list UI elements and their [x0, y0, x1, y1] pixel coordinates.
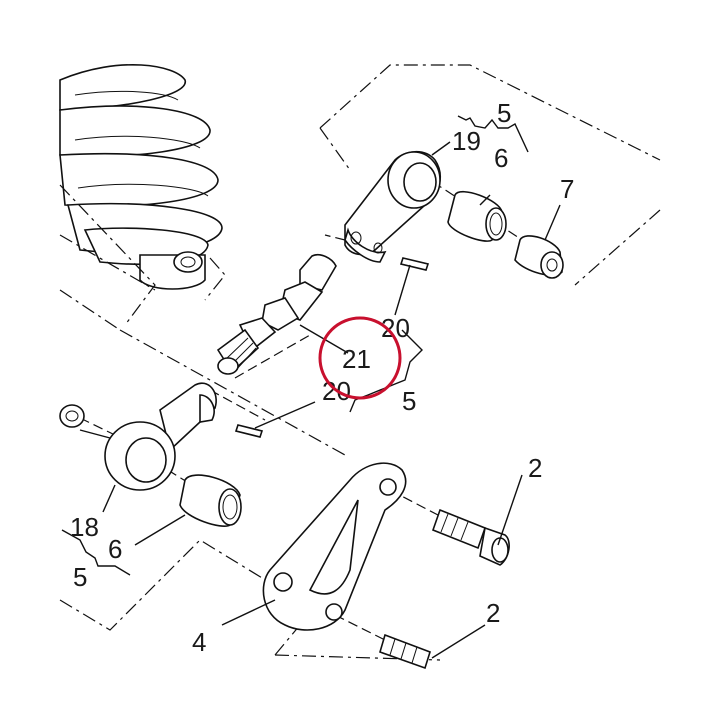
highlight-circle	[318, 316, 402, 400]
callout-labels: 2 2 4 5 6 7 19 20 21 20 5 18 6 5	[70, 98, 574, 657]
pin-upper	[399, 257, 430, 271]
shock-absorber-spring	[59, 64, 223, 290]
callout-2-upper-bolt: 2	[528, 453, 542, 483]
link-bracket	[262, 462, 407, 631]
needle-bearing-lower	[179, 474, 242, 527]
washer-left	[59, 404, 85, 428]
rocker-arm-upper	[344, 150, 441, 263]
callout-5-upper: 5	[497, 98, 511, 128]
callout-2-lower-bolt: 2	[486, 598, 500, 628]
pin-lower	[234, 424, 264, 438]
callout-19-rocker: 19	[452, 126, 481, 156]
rocker-arm-lower	[104, 382, 217, 491]
brace-upper	[457, 115, 529, 153]
callout-18-rocker: 18	[70, 512, 99, 542]
callout-6-lower: 6	[108, 534, 122, 564]
spacer-upper	[514, 235, 564, 279]
needle-bearing-upper	[447, 190, 507, 242]
brace-left	[61, 529, 131, 576]
callout-5-left: 5	[73, 562, 87, 592]
leader-lines	[79, 141, 561, 659]
callout-7-spacer: 7	[560, 174, 574, 204]
callout-4-bracket: 4	[192, 627, 206, 657]
bolt-lower	[379, 633, 431, 670]
callout-6-upper: 6	[494, 143, 508, 173]
bolt-upper	[431, 508, 510, 566]
adjuster-rod	[216, 253, 337, 375]
callout-21-rod: 21	[342, 344, 371, 374]
callout-5-middle: 5	[402, 386, 416, 416]
